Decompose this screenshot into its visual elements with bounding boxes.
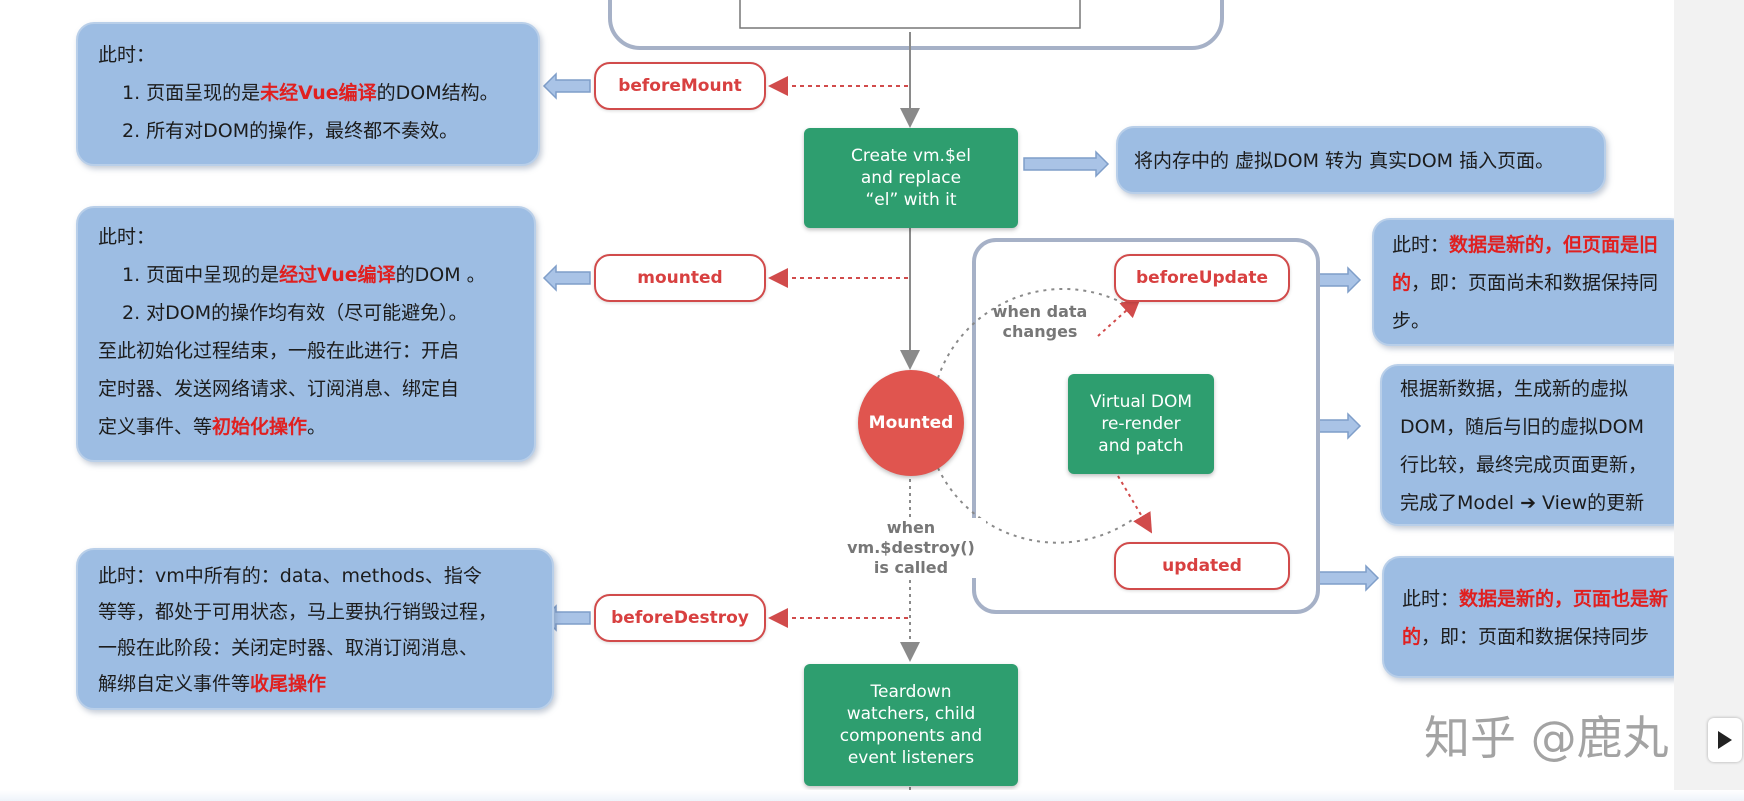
create-el-note: 将内存中的 虚拟DOM 转为 真实DOM 插入页面。 [1116,126,1606,194]
updated-hook: updated [1114,542,1290,590]
note-line: 2. 对DOM的操作均有效（尽可能避免）。 [122,302,468,324]
step-line: re-render [1101,414,1181,434]
virtual-dom-step: Virtual DOM re-render and patch [1068,374,1214,474]
before-mount-note: 此时： 1. 页面呈现的是未经Vue编译的DOM结构。 2. 所有对DOM的操作… [76,22,540,166]
mounted-circle: Mounted [858,370,964,476]
note-line: 步。 [1392,310,1431,332]
note-heading: 此时： [98,44,156,66]
note-line: 根据新数据，生成新的虚拟 [1400,378,1629,400]
note-line: 将内存中的 虚拟DOM 转为 真实DOM 插入页面。 [1134,150,1555,172]
note-line: 1. 页面呈现的是未经Vue编译的DOM结构。 [122,82,499,104]
bottom-strip [0,790,1744,801]
note-line: 此时：vm中所有的：data、methods、指令 [98,565,482,587]
teardown-step: Teardown watchers, child components and … [804,664,1018,786]
before-destroy-note: 此时：vm中所有的：data、methods、指令 等等，都处于可用状态，马上要… [76,548,554,710]
note-line: 的，即：页面和数据保持同步 [1402,626,1650,648]
note-line: 2. 所有对DOM的操作，最终都不奏效。 [122,120,459,142]
mounted-circle-label: Mounted [868,413,954,433]
before-mount-hook: beforeMount [594,62,766,110]
note-line: 至此初始化过程结束，一般在此进行：开启 [98,340,460,362]
note-line: 的，即：页面尚未和数据保持同 [1392,272,1659,294]
updated-note: 此时：数据是新的，页面也是新 的，即：页面和数据保持同步 [1382,556,1688,678]
step-line: and patch [1098,436,1184,456]
note-line: 定时器、发送网络请求、订阅消息、绑定自 [98,378,460,400]
mounted-hook: mounted [594,254,766,302]
note-line: 定义事件、等初始化操作。 [98,416,327,438]
note-line: 解绑自定义事件等收尾操作 [98,673,327,695]
step-line: Teardown [870,682,952,702]
rerender-note: 根据新数据，生成新的虚拟 DOM，随后与旧的虚拟DOM 行比较，最终完成页面更新… [1380,364,1688,526]
note-line: 1. 页面中呈现的是经过Vue编译的DOM 。 [122,264,486,286]
right-gutter [1674,0,1744,801]
note-line: 完成了Model ➔ View的更新 [1400,492,1645,514]
when-data-changes-label: when data changes [992,302,1088,341]
before-update-note: 此时：数据是新的，但页面是旧 的，即：页面尚未和数据保持同 步。 [1372,218,1688,346]
step-line: and replace [860,168,962,188]
note-line: 此时：数据是新的，但页面是旧 [1392,234,1659,256]
create-el-step: Create vm.$el and replace “el” with it [804,128,1018,228]
top-inner-box [739,0,1081,29]
play-icon[interactable] [1708,718,1742,762]
step-line: “el” with it [865,190,957,210]
before-destroy-hook: beforeDestroy [594,594,766,642]
note-line: 一般在此阶段：关闭定时器、取消订阅消息、 [98,637,479,659]
step-line: watchers, child [846,704,976,724]
step-line: event listeners [847,748,975,768]
when-destroy-label: when vm.$destroy() is called [836,518,986,578]
watermark: 知乎 @鹿丸 [1424,711,1669,765]
note-line: 此时：数据是新的，页面也是新 [1402,588,1669,610]
note-line: DOM，随后与旧的虚拟DOM [1400,416,1644,438]
before-update-hook: beforeUpdate [1114,254,1290,302]
mounted-note: 此时： 1. 页面中呈现的是经过Vue编译的DOM 。 2. 对DOM的操作均有… [76,206,536,462]
step-line: Create vm.$el [851,146,971,166]
note-heading: 此时： [98,226,156,248]
note-line: 行比较，最终完成页面更新， [1400,454,1648,476]
note-line: 等等，都处于可用状态，马上要执行销毁过程， [98,601,498,623]
step-line: components and [839,726,983,746]
step-line: Virtual DOM [1089,392,1193,412]
